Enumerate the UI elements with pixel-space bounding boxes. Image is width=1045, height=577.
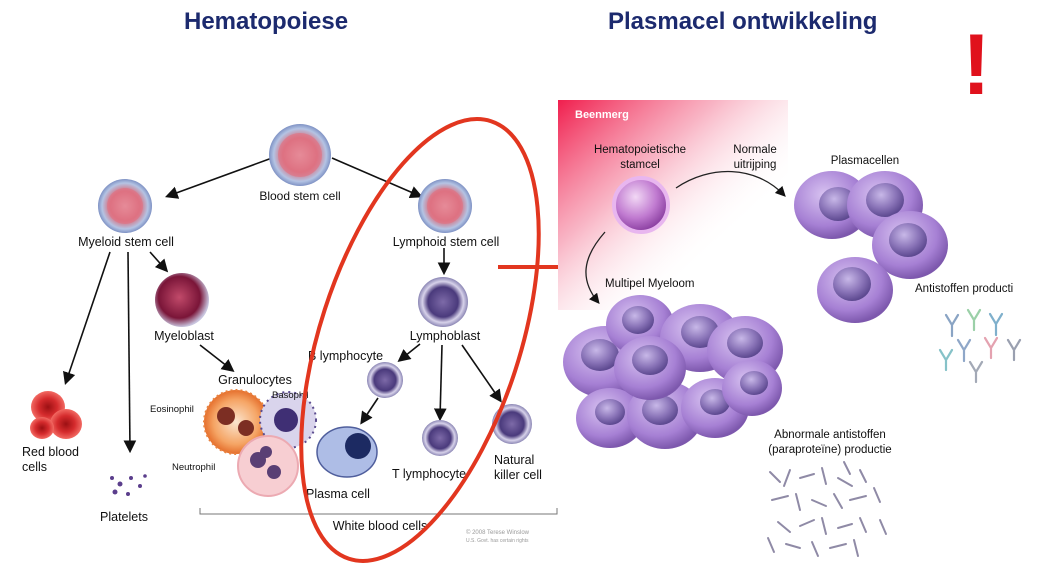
hematopoietic-stem-cell [612, 176, 670, 234]
normal-antibodies [938, 308, 1022, 384]
label-lymphoid-stem-cell: Lymphoid stem cell [393, 235, 500, 249]
label-granulocytes: Granulocytes [218, 373, 292, 387]
white-blood-cells-bracket [199, 508, 558, 515]
lymphoblast-cell [418, 277, 468, 327]
label-blood-stem-cell: Blood stem cell [259, 189, 340, 203]
paraprotein-fragments [767, 461, 887, 557]
label-abnormal-1: Abnormale antistoffen [774, 429, 886, 441]
normal-plasma-cells [794, 171, 948, 323]
right-title: Plasmacel ontwikkeling [608, 8, 878, 35]
label-normal-1: Normale [733, 144, 776, 156]
label-myeloid-stem-cell: Myeloid stem cell [78, 235, 174, 249]
label-bone-marrow: Beenmerg [575, 109, 629, 121]
t-lymphocyte-cell [422, 420, 458, 456]
hematopoiesis-arrows [63, 157, 502, 454]
label-stem-cell-2: stamcel [620, 159, 660, 171]
label-normal-2: uitrijping [734, 159, 777, 171]
label-abnormal-2: (paraproteïne) productie [768, 444, 891, 456]
label-plasma-cells: Plasmacellen [831, 155, 899, 167]
myeloblast-cell [155, 273, 209, 327]
label-myeloblast: Myeloblast [154, 329, 214, 343]
label-stem-cell-1: Hematopoietische [594, 144, 686, 156]
exclamation-mark: ! [962, 17, 991, 113]
label-white-blood-cells: White blood cells [333, 519, 428, 533]
label-red-blood-cells-1: Red blood [22, 445, 79, 459]
natural-killer-cell [492, 404, 532, 444]
label-natural-killer-1: Natural [494, 453, 534, 467]
arrow-to-myeloma [585, 231, 606, 305]
label-antibody-production: Antistoffen producti [915, 283, 1013, 295]
left-title: Hematopoiese [184, 8, 349, 35]
b-lymphocyte-cell [367, 362, 403, 398]
label-red-blood-cells-2: cells [22, 460, 47, 474]
myeloid-stem-cell-nucleus [107, 188, 143, 224]
lymphoid-stem-cell-nucleus [427, 188, 463, 224]
arrow-normal-maturation [675, 170, 786, 197]
red-blood-cells [30, 391, 82, 439]
label-natural-killer-2: killer cell [494, 468, 542, 482]
label-neutrophil: Neutrophil [172, 462, 215, 473]
highlight-ellipse [299, 117, 541, 563]
plasma-cell-small [316, 426, 378, 478]
label-basophil: Basophil [272, 390, 308, 401]
label-plasma-cell: Plasma cell [306, 487, 370, 501]
label-lymphoblast: Lymphoblast [410, 329, 481, 343]
blood-stem-cell-nucleus [278, 133, 322, 177]
copyright-line-2: U.S. Govt. has certain rights [466, 538, 529, 544]
label-t-lymphocyte: T lymphocyte [392, 467, 466, 481]
granulocytes-cluster [203, 389, 317, 497]
label-multiple-myeloma: Multipel Myeloom [605, 278, 694, 290]
label-eosinophil: Eosinophil [150, 404, 194, 415]
multiple-myeloma-cells [563, 295, 783, 449]
copyright-line-1: © 2008 Terese Winslow [466, 529, 530, 536]
platelets [110, 474, 147, 496]
label-b-lymphocyte: B lymphocyte [308, 349, 383, 363]
bone-marrow-region [558, 100, 788, 310]
label-platelets: Platelets [100, 510, 148, 524]
